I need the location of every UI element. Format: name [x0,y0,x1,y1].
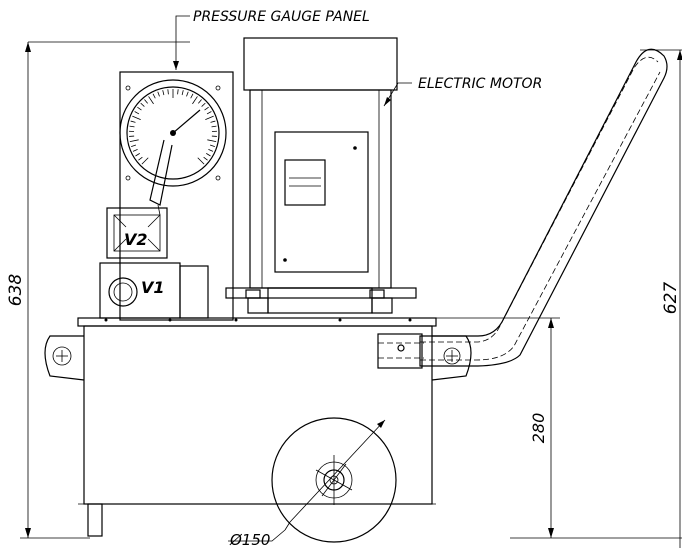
gauge-tick [186,91,189,97]
pressure-gauge-panel-label: PRESSURE GAUGE PANEL [193,9,370,25]
gauge-tick [162,90,165,96]
gauge-tick [152,93,156,99]
gauge-tick [141,157,149,165]
overall-height-dimension: 638 [6,41,190,539]
tank-height-dimension: 280 [436,317,560,538]
gauge-tick [203,156,208,161]
gauge-tick [210,120,216,123]
gauge-tick [132,148,138,152]
gauge-tick [144,99,148,104]
gauge-tick [206,111,212,115]
wheel-diameter-label: Ø150 [229,531,270,549]
gauge-tick [130,120,136,123]
valve-v1: V1 [99,262,209,319]
gauge-tick [192,96,198,105]
valve-v1-label: V1 [141,278,165,297]
tank-height-label: 280 [529,413,548,444]
gauge-tick [137,106,142,111]
gauge-tick [208,148,214,152]
gauge-tick [177,89,179,95]
gauge-tick [181,90,184,96]
handle [377,48,668,369]
gauge-tick [129,125,135,128]
gauge-tick [138,156,143,161]
gauge-tick [132,115,141,120]
wheel [271,417,397,543]
oil-tank [44,317,472,537]
gauge-tick [204,106,209,111]
handle-height-dimension: 627 [640,49,682,548]
gauge-tick [207,139,217,142]
handle-height-label: 627 [661,282,681,315]
valve-v2-label: V2 [124,230,148,249]
electric-motor-label-group: ELECTRIC MOTOR [383,76,542,107]
gauge-tick [190,93,194,99]
gauge-tick [167,89,169,95]
gauge-tick [129,139,139,142]
gauge-tick [140,102,145,107]
gauge-tick [148,96,154,105]
pressure-gauge-panel [119,71,234,321]
gauge-tick [157,91,160,97]
electric-motor [225,37,417,314]
gauge-tick [209,144,215,147]
gauge-tick [211,125,217,128]
gauge-tick [197,157,205,165]
electric-motor-label: ELECTRIC MOTOR [418,76,542,92]
gauge-tick [206,153,211,157]
gauge-tick [198,99,202,104]
gauge-tick [201,102,206,107]
gauge-ticks [129,89,217,165]
pressure-gauge-label-group: PRESSURE GAUGE PANEL [173,9,370,70]
gauge-tick [135,153,140,157]
valve-v2: V2 [106,207,168,259]
wheel-diameter-dimension: Ø150 [228,419,386,549]
gauge-tick [131,144,137,147]
overall-height-label: 638 [6,274,26,307]
gauge-tick [205,115,214,120]
gauge-tick [134,111,140,115]
